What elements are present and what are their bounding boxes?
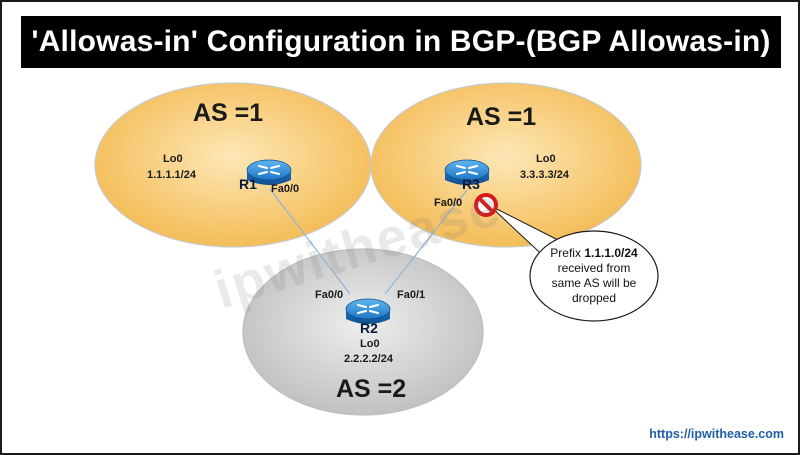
link-r1-r2 [269, 188, 351, 295]
r3-loopback-name: Lo0 [536, 153, 556, 165]
callout-text: Prefix 1.1.1.0/24 received from same AS … [542, 246, 646, 306]
as-zone-bottom [242, 248, 484, 416]
r2-loopback-name: Lo0 [360, 338, 380, 350]
r2-interface-fa00: Fa0/0 [315, 289, 344, 301]
as-label-left: AS =1 [193, 99, 264, 127]
router-icon [345, 298, 391, 324]
callout-rest: received from same AS will be dropped [551, 261, 637, 305]
callout-prefix-label: Prefix [550, 246, 581, 260]
as-zone-right [370, 82, 642, 248]
router-icon [444, 159, 490, 185]
callout-prefix-value: 1.1.1.0/24 [584, 246, 638, 260]
r1-loopback-ip: 1.1.1.1/24 [147, 169, 196, 181]
r3-loopback-ip: 3.3.3.3/24 [520, 169, 569, 181]
as-label-right: AS =1 [466, 103, 537, 131]
r1-interface-fa00: Fa0/0 [271, 183, 300, 195]
page-title: 'Allowas-in' Configuration in BGP-(BGP A… [21, 16, 781, 68]
r3-name: R3 [462, 176, 480, 192]
r2-interface-fa01: Fa0/1 [397, 289, 426, 301]
r3-interface-fa00: Fa0/0 [434, 197, 463, 209]
r2-loopback-ip: 2.2.2.2/24 [344, 353, 393, 365]
r1-name: R1 [239, 176, 257, 192]
link-r3-r2 [384, 189, 468, 295]
r1-loopback-name: Lo0 [163, 153, 183, 165]
prohibited-icon [474, 193, 498, 217]
as-label-bottom: AS =2 [336, 375, 407, 403]
footer-url[interactable]: https://ipwithease.com [649, 427, 784, 441]
callout-bubble [488, 204, 659, 322]
router-icon [246, 159, 292, 185]
r2-name: R2 [360, 320, 378, 336]
